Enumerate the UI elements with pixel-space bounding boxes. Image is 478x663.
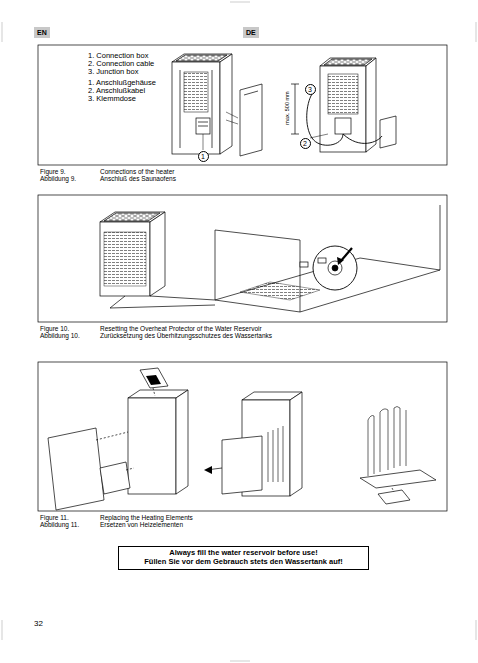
figure-caption: Ersetzen von Heizelementen <box>100 521 183 528</box>
figure-number: Figure 9. <box>40 168 66 175</box>
callout-number: 2 <box>300 138 311 149</box>
language-tab: DE <box>246 29 256 37</box>
legend-item: 2. Anschlußkabel <box>88 87 145 95</box>
figure-number: Abbildung 11. <box>40 521 79 528</box>
legend-item: 1. Anschlußgehäuse <box>88 79 156 87</box>
callout-digit: 1 <box>201 153 205 160</box>
legend-item: 1. Connection box <box>88 52 148 60</box>
figure-number: Abbildung 10. <box>40 332 80 339</box>
warning-box: Always fill the water reservoir before u… <box>118 546 369 569</box>
figure-caption: Connections of the heater <box>100 168 174 175</box>
callout-number: 3 <box>305 84 316 95</box>
legend-item: 3. Klemmdose <box>88 95 136 103</box>
figure-number: Figure 10. <box>40 325 69 332</box>
figure-caption: Zurücksetzung des Überhitzungsschutzes d… <box>100 332 272 339</box>
callout-digit: 2 <box>303 140 307 147</box>
figure-number: Figure 11. <box>40 514 69 521</box>
language-tab: EN <box>37 29 47 37</box>
figure-caption: Resetting the Overheat Protector of the … <box>100 325 262 332</box>
figure-number: Abbildung 9. <box>40 175 76 182</box>
figure-caption: Replacing the Heating Elements <box>100 514 193 521</box>
callout-digit: 3 <box>308 86 312 93</box>
warning-text: Füllen Sie vor dem Gebrauch stets den Wa… <box>125 558 362 567</box>
legend-item: 2. Connection cable <box>88 60 154 68</box>
figure-caption: Anschluß des Saunaofens <box>100 175 176 182</box>
dimension-label: max. 500 mm <box>284 91 290 124</box>
callout-number: 1 <box>198 151 209 162</box>
legend-item: 3. Junction box <box>88 68 138 76</box>
page-number: 32 <box>34 620 43 629</box>
warning-text: Always fill the water reservoir before u… <box>125 549 362 558</box>
